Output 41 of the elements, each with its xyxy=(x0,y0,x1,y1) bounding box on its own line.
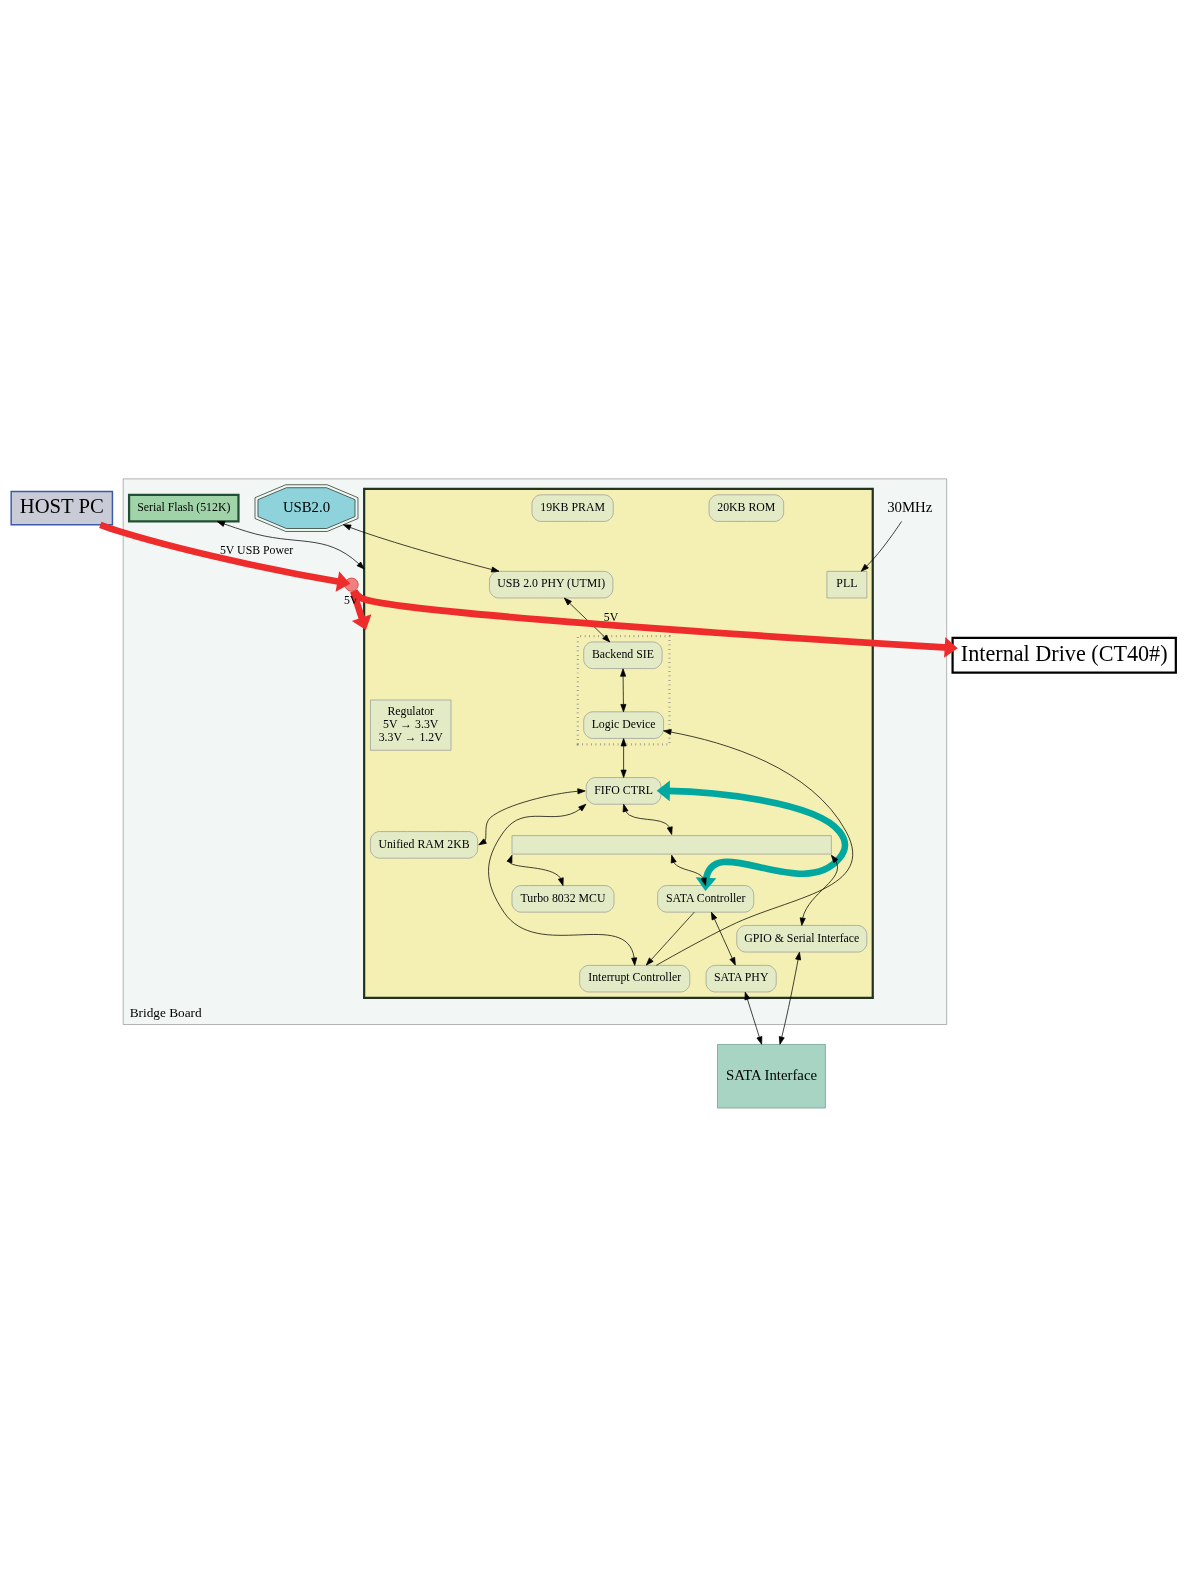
node-bar xyxy=(511,835,832,855)
node-box: Interrupt Controller xyxy=(579,965,691,993)
node-box: Turbo 8032 MCU xyxy=(511,885,615,913)
arrow xyxy=(778,951,802,1045)
arrow xyxy=(622,803,673,835)
node-box: Internal Drive (CT40#) xyxy=(951,636,1177,674)
node-box: PLL xyxy=(826,571,868,599)
node-box: SATA Interface xyxy=(717,1044,826,1109)
node-box: SATA Controller xyxy=(657,885,755,913)
node-box: USB 2.0 PHY (UTMI) xyxy=(489,571,614,599)
node-box: Logic Device xyxy=(583,711,664,739)
node-circle xyxy=(344,577,359,592)
arrow xyxy=(506,854,564,886)
arrow xyxy=(645,911,695,966)
arrow xyxy=(488,803,638,966)
arrow xyxy=(620,738,627,778)
node-box: Regulator 5V → 3.3V 3.3V → 1.2V xyxy=(370,699,452,751)
arrow xyxy=(670,854,707,886)
arrow xyxy=(656,780,849,891)
arrow xyxy=(342,524,500,573)
edge-label: 5V xyxy=(603,609,619,624)
node-box: SATA PHY xyxy=(705,965,777,993)
arrow xyxy=(351,588,958,658)
arrow xyxy=(620,668,627,713)
node-box: 20KB ROM xyxy=(708,494,785,522)
arrow xyxy=(860,521,902,572)
node-box: Backend SIE xyxy=(583,641,663,669)
arrow xyxy=(799,854,839,926)
arrow xyxy=(744,991,763,1045)
node-box: HOST PC xyxy=(10,490,114,526)
node-text: 30MHz xyxy=(887,498,933,515)
node-box: GPIO & Serial Interface xyxy=(736,925,868,953)
node-box: Unified RAM 2KB xyxy=(370,831,478,859)
arrow xyxy=(711,911,736,966)
edge-label: 5V USB Power xyxy=(219,543,294,558)
node-box: Serial Flash (512K) xyxy=(127,493,240,523)
node-box: FIFO CTRL xyxy=(585,777,662,805)
node-box: 19KB PRAM xyxy=(531,494,614,522)
arrow xyxy=(216,521,365,570)
arrow xyxy=(99,521,351,592)
arrow xyxy=(478,788,586,846)
